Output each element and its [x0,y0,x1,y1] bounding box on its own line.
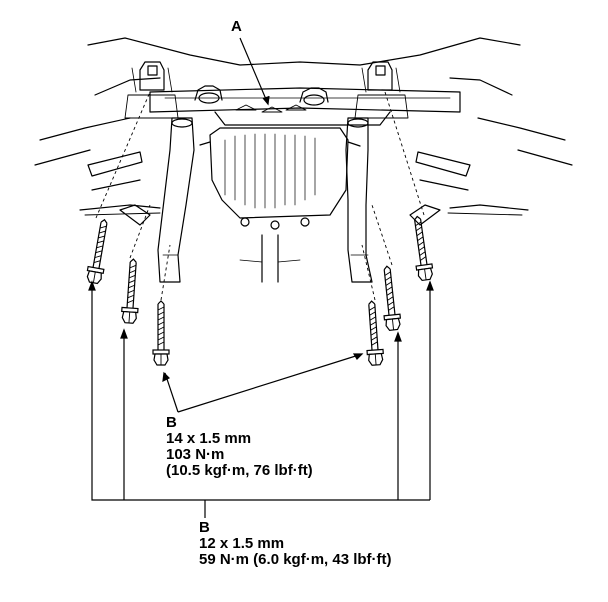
bolt-14mm-left [152,300,170,366]
callout-lower-torque: 59 N·m (6.0 kgf·m, 43 lbf·ft) [199,551,392,568]
bolt-14mm-right [363,299,385,367]
callout-12mm-bolt: B 12 x 1.5 mm 59 N·m (6.0 kgf·m, 43 lbf·… [199,520,392,568]
callout-upper-size: 14 x 1.5 mm [166,430,252,447]
bolt-12mm-right-outer [408,214,435,282]
subframe-assembly [34,37,573,283]
callout-upper-torque-alt: (10.5 kgf·m, 76 lbf·ft) [166,462,313,479]
leader-upper-b [162,353,364,413]
callout-14mm-bolt: B 14 x 1.5 mm 103 N·m (10.5 kgf·m, 76 lb… [166,415,313,479]
callout-upper-letter: B [166,414,177,431]
callout-lower-size: 12 x 1.5 mm [199,535,285,552]
label-a: A [231,18,242,35]
callout-upper-torque: 103 N·m [166,446,225,463]
bolt-12mm-left-inner [120,257,142,325]
leader-lower-b [88,280,434,518]
bolt-12mm-right-inner [378,264,403,332]
bolt-12mm-left-outer [84,217,113,285]
callout-lower-letter: B [199,519,210,536]
alignment-lines [95,91,425,301]
leader-a [239,37,270,106]
